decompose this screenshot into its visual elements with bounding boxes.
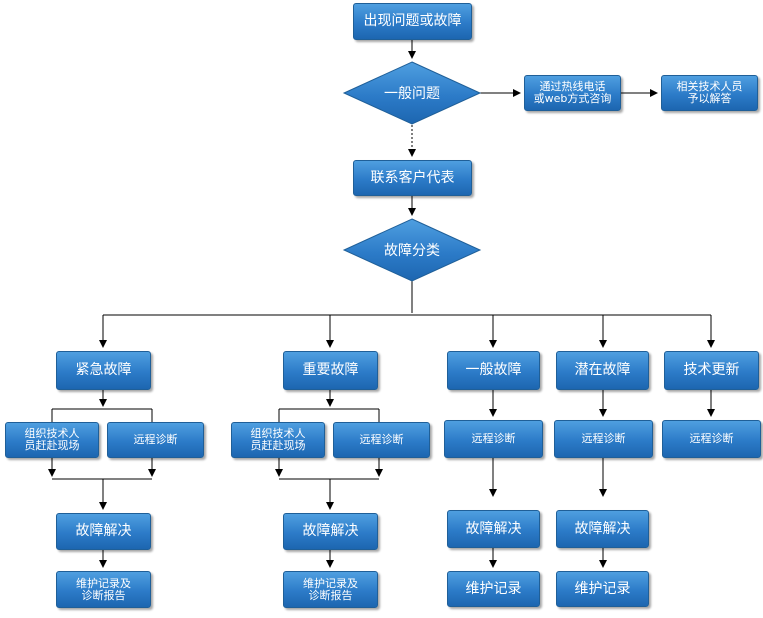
potential-record-node: 维护记录 <box>556 571 649 607</box>
general-record-node: 维护记录 <box>447 571 540 607</box>
general-resolve-node: 故障解决 <box>447 510 540 548</box>
general-fault-node: 一般故障 <box>447 351 540 390</box>
urgent-resolve-node: 故障解决 <box>56 513 151 550</box>
general-remote-node: 远程诊断 <box>444 420 543 458</box>
start-node: 出现问题或故障 <box>353 3 472 40</box>
general-question-label: 一般问题 <box>384 86 440 102</box>
urgent-record-node: 维护记录及 诊断报告 <box>56 571 151 608</box>
fault-classify-diamond <box>342 218 482 282</box>
potential-remote-node: 远程诊断 <box>554 420 653 458</box>
important-fault-node: 重要故障 <box>283 351 378 390</box>
urgent-fault-node: 紧急故障 <box>56 351 151 390</box>
general-question-diamond <box>342 61 482 125</box>
tech-update-remote-node: 远程诊断 <box>662 420 761 458</box>
urgent-onsite-node: 组织技术人 员赶赴现场 <box>5 422 99 458</box>
potential-resolve-node: 故障解决 <box>556 510 649 548</box>
urgent-remote-node: 远程诊断 <box>107 422 204 458</box>
hotline-web-node: 通过热线电话 或web方式咨询 <box>524 75 621 111</box>
tech-update-node: 技术更新 <box>664 351 759 390</box>
important-record-node: 维护记录及 诊断报告 <box>283 571 378 608</box>
contact-rep-node: 联系客户代表 <box>353 160 472 196</box>
potential-fault-node: 潜在故障 <box>556 351 649 390</box>
important-resolve-node: 故障解决 <box>283 513 378 550</box>
important-onsite-node: 组织技术人 员赶赴现场 <box>231 422 325 458</box>
important-remote-node: 远程诊断 <box>333 422 430 458</box>
tech-staff-answer-node: 相关技术人员 予以解答 <box>661 75 758 111</box>
fault-classify-label: 故障分类 <box>384 243 440 259</box>
